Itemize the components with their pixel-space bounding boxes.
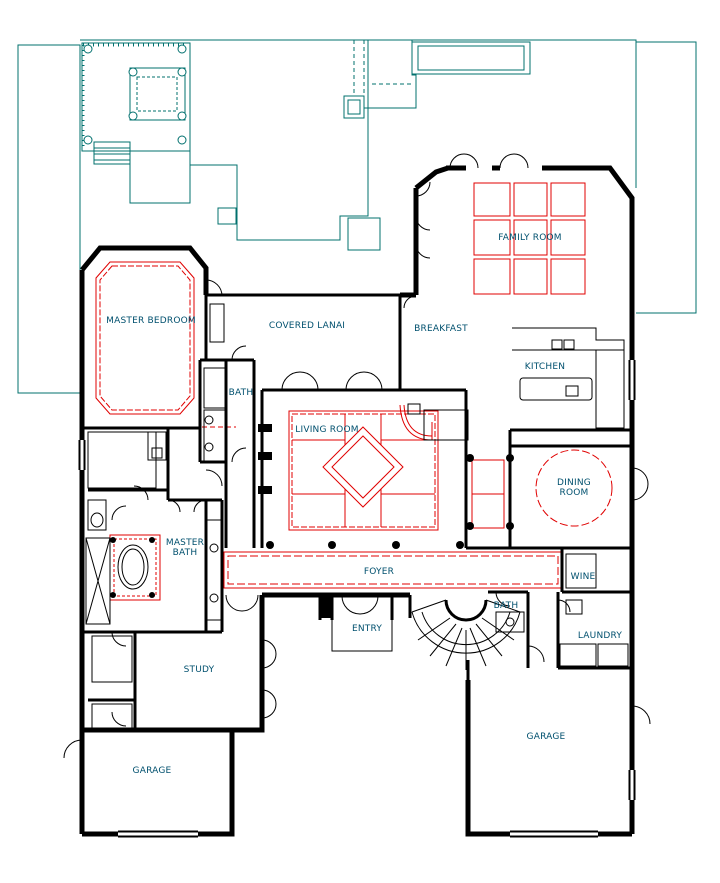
label-breakfast: BREAKFAST <box>414 324 468 334</box>
label-dining-room-line1: DINING <box>557 478 591 488</box>
columns <box>110 424 514 618</box>
label-entry: ENTRY <box>352 624 382 634</box>
ceiling-details <box>95 182 613 601</box>
label-wine: WINE <box>571 572 596 582</box>
label-garage-left: GARAGE <box>133 766 172 776</box>
label-master-bath-line2: BATH <box>173 548 198 558</box>
label-master-bath-line1: MASTER <box>166 538 204 548</box>
label-laundry: LAUNDRY <box>578 631 623 641</box>
label-study: STUDY <box>184 665 215 675</box>
label-bath-2: BATH <box>494 601 519 611</box>
label-covered-lanai: COVERED LANAI <box>269 321 345 331</box>
doors <box>63 153 651 759</box>
interior-walls <box>82 293 632 730</box>
label-family-room: FAMILY ROOM <box>498 233 562 243</box>
pool-columns <box>83 44 187 145</box>
label-dining-room-line2: ROOM <box>560 488 589 498</box>
fixtures <box>85 303 629 729</box>
windows <box>78 360 636 838</box>
label-living-room: LIVING ROOM <box>295 425 358 435</box>
label-kitchen: KITCHEN <box>525 362 565 372</box>
label-foyer: FOYER <box>364 567 394 577</box>
pool-coping <box>81 43 188 150</box>
label-garage-right: GARAGE <box>527 732 566 742</box>
label-bath-1: BATH <box>229 388 254 398</box>
label-master-bedroom: MASTER BEDROOM <box>106 316 196 326</box>
site-outline <box>17 39 697 394</box>
